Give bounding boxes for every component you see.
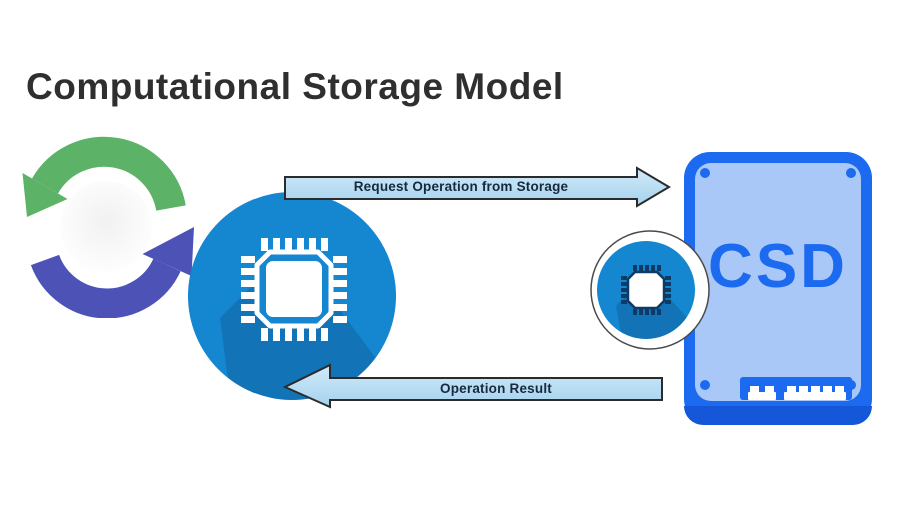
sync-indigo-arrow bbox=[30, 227, 194, 318]
host-cpu-node bbox=[188, 192, 396, 400]
csd-base-band bbox=[684, 406, 872, 425]
sync-green-arrow bbox=[22, 136, 186, 217]
sync-center-disc bbox=[60, 181, 152, 273]
cpu-chip-icon bbox=[621, 265, 671, 315]
result-arrow-label: Operation Result bbox=[440, 381, 552, 396]
cpu-chip-icon bbox=[241, 238, 347, 341]
screw-icon bbox=[846, 168, 856, 178]
request-arrow-label: Request Operation from Storage bbox=[353, 179, 569, 194]
csd-panel bbox=[695, 163, 861, 401]
request-arrow bbox=[284, 166, 671, 208]
sync-icon bbox=[22, 136, 194, 318]
screw-icon bbox=[700, 168, 710, 178]
page-title: Computational Storage Model bbox=[26, 66, 564, 107]
screw-icon bbox=[700, 380, 710, 390]
result-arrow bbox=[282, 363, 663, 409]
csd-device-label: CSD bbox=[708, 232, 848, 301]
csd-device: CSD bbox=[684, 152, 872, 425]
ssd-connector-icon bbox=[740, 377, 852, 400]
storage-cpu-node bbox=[590, 230, 710, 350]
